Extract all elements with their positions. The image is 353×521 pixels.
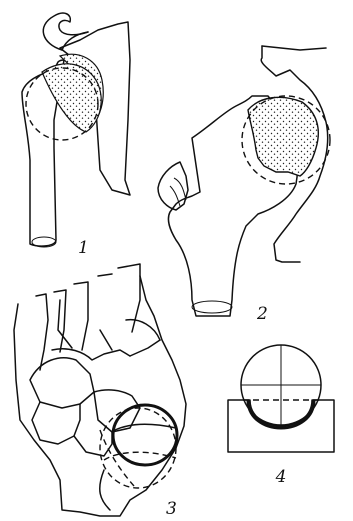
ball-socket-schematic [228, 345, 334, 452]
hip-joint-drawing [158, 46, 330, 316]
figure-label-2: 2 [256, 304, 268, 324]
figure-label-4: 4 [275, 467, 287, 487]
figure-label-1: 1 [78, 238, 89, 258]
shoulder-joint-drawing [22, 13, 130, 247]
wrist-joint-drawing [14, 264, 186, 516]
figure-label-3: 3 [166, 499, 177, 519]
